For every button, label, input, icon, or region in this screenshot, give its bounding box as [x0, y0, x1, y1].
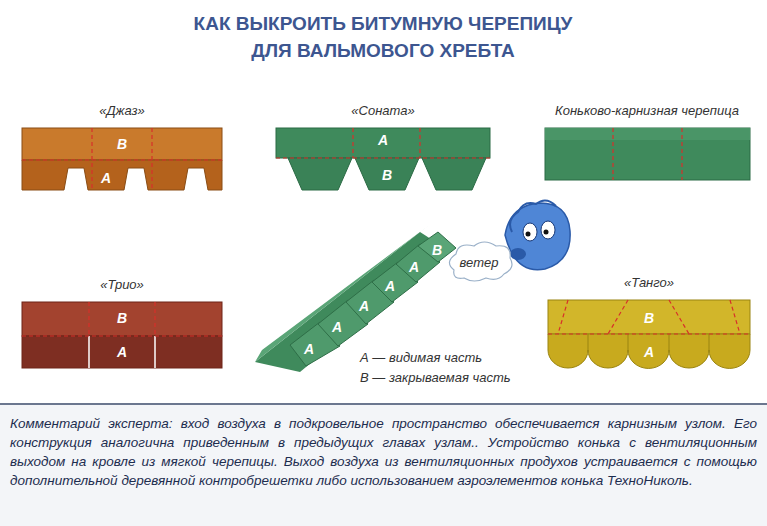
tango-shingle: «Танго»ВА: [548, 300, 750, 368]
ridge-letter: А: [409, 259, 419, 275]
ridge-letter: А: [304, 341, 314, 357]
caption-rule: [0, 403, 767, 405]
shingle-name: «Трио»: [100, 277, 144, 292]
ridge-letter: А: [332, 319, 342, 335]
part-letter: В: [117, 310, 127, 326]
wind-cloud: ветер: [446, 244, 512, 280]
ridge-eaves-shingle: Коньково-карнизная черепица: [545, 128, 750, 180]
caption-ground: [0, 405, 767, 526]
shingle-name: «Соната»: [351, 103, 414, 118]
ridge-letter: А: [359, 298, 369, 314]
part-letter: А: [101, 170, 111, 186]
part-letter: В: [117, 136, 127, 152]
ridge-eaves-shingle-outline: [545, 128, 750, 180]
diagram-title: КАК ВЫКРОИТЬ БИТУМНУЮ ЧЕРЕПИЦУ ДЛЯ ВАЛЬМ…: [183, 10, 583, 64]
jazz-shingle: «Джаз»ВА: [22, 128, 222, 190]
ridge-letter: А: [385, 278, 395, 294]
shingle-name: «Джаз»: [99, 103, 145, 118]
part-letter: А: [378, 132, 388, 148]
legend-note: В — закрываемая часть: [360, 370, 511, 385]
shingle-name: «Танго»: [624, 275, 674, 290]
wind-label: ветер: [460, 255, 499, 270]
legend-note: А — видимая часть: [360, 350, 482, 365]
trio-shingle: «Трио»ВА: [22, 302, 222, 368]
shingle-name: Коньково-карнизная черепица: [555, 103, 739, 118]
part-letter: В: [644, 310, 654, 326]
sonata-shingle: «Соната»АВ: [276, 128, 490, 190]
part-letter: В: [382, 167, 392, 183]
wind-character: [505, 200, 570, 269]
part-letter: А: [117, 344, 127, 360]
expert-comment: Комментарий эксперта: вход воздуха в под…: [0, 408, 767, 496]
ridge-letter: В: [432, 242, 442, 258]
part-letter: А: [644, 344, 654, 360]
